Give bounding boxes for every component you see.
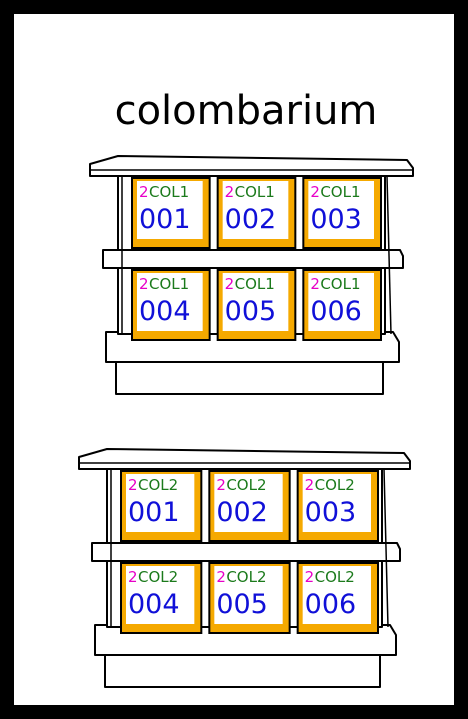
- niche-number: 001: [139, 204, 191, 235]
- roof: [90, 156, 413, 176]
- niche-code: COL2: [315, 476, 355, 494]
- niche-code: COL1: [320, 183, 360, 201]
- niche-prefix: 2: [216, 568, 226, 586]
- niche-prefix: 2: [305, 568, 315, 586]
- niche-number: 006: [310, 296, 362, 327]
- niche-code: COL2: [138, 476, 178, 494]
- niche-code: COL2: [138, 568, 178, 586]
- niche-number: 004: [128, 589, 180, 620]
- niche-prefix: 2: [305, 476, 315, 494]
- niche-number: 005: [216, 589, 268, 620]
- niche-code: COL2: [226, 476, 266, 494]
- niche-code: COL2: [226, 568, 266, 586]
- niche-code: COL1: [235, 183, 275, 201]
- middle-shelf: [92, 543, 400, 561]
- niche-code: COL2: [315, 568, 355, 586]
- niche-number: 005: [225, 296, 277, 327]
- niche-number: 002: [225, 204, 277, 235]
- niche-code: COL1: [320, 275, 360, 293]
- niche-code: COL1: [149, 183, 189, 201]
- niche-prefix: 2: [128, 476, 138, 494]
- page-title: colombarium: [115, 88, 378, 134]
- niche-code: COL1: [235, 275, 275, 293]
- niche-prefix: 2: [225, 275, 235, 293]
- niche-prefix: 2: [310, 183, 320, 201]
- niche-prefix: 2: [225, 183, 235, 201]
- niche-prefix: 2: [216, 476, 226, 494]
- niche-prefix: 2: [128, 568, 138, 586]
- niche-number: 002: [216, 497, 268, 528]
- niche-prefix: 2: [139, 183, 149, 201]
- niche-number: 006: [305, 589, 357, 620]
- niche-number: 003: [305, 497, 357, 528]
- middle-shelf: [103, 250, 403, 268]
- niche-prefix: 2: [139, 275, 149, 293]
- niche-number: 001: [128, 497, 180, 528]
- roof: [79, 449, 410, 469]
- niche-code: COL1: [149, 275, 189, 293]
- niche-number: 004: [139, 296, 191, 327]
- niche-number: 003: [310, 204, 362, 235]
- niche-prefix: 2: [310, 275, 320, 293]
